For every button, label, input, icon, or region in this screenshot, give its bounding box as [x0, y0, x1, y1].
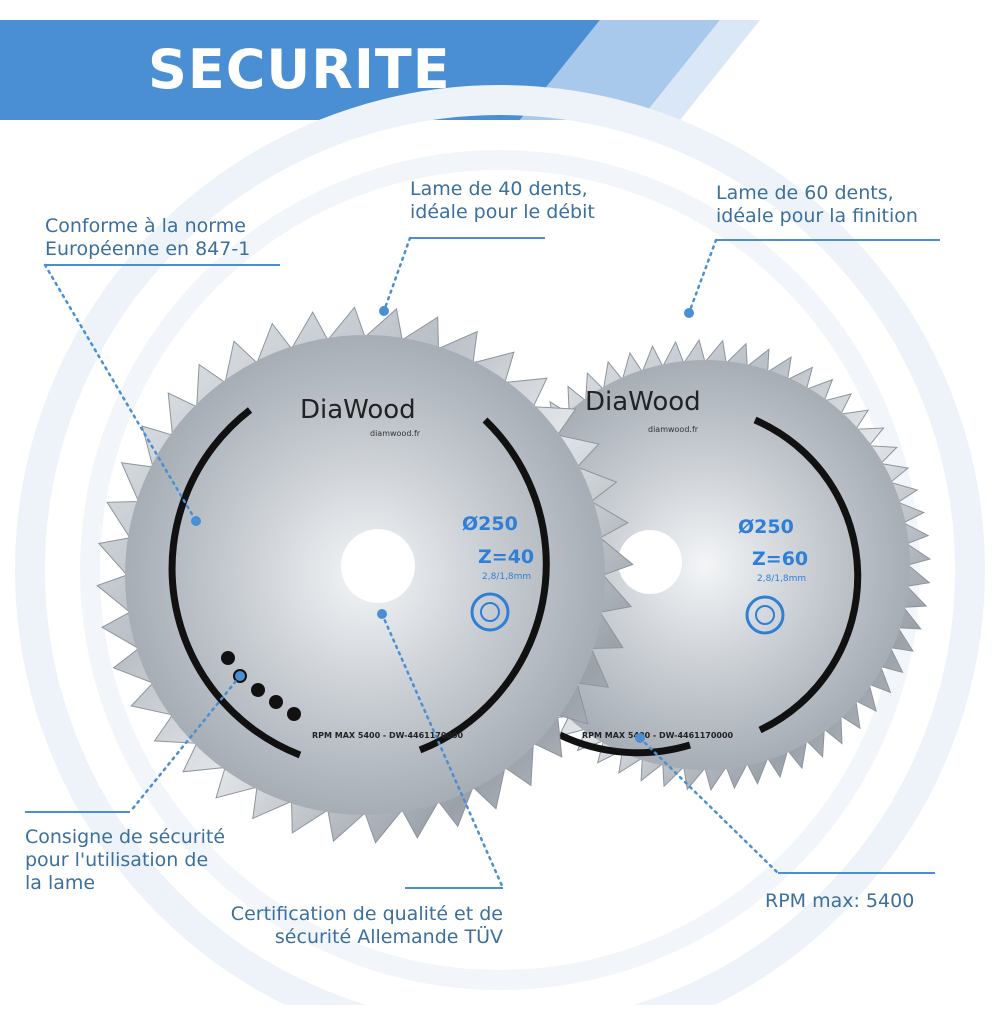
blade-left-brand-sub: diamwood.fr: [370, 429, 421, 438]
leader-consigne: [128, 674, 242, 814]
callout-rpm: RPM max: 5400: [765, 890, 914, 913]
blade-right-body: [500, 360, 910, 770]
banner-stripe-faint: [640, 20, 760, 120]
leader-norme: [43, 263, 198, 523]
callout-line: Consigne de sécurité: [25, 826, 226, 848]
blade-left: DiaWood diamwood.fr Ø250 Z=40 2,8/1,8mm …: [96, 306, 634, 844]
blade-right-arbor-hole: [618, 530, 682, 594]
callout-line: pour l'utilisation de: [25, 849, 209, 871]
blade-right-brand: DiaWood: [585, 387, 701, 417]
page-title: SECURITE: [148, 38, 451, 101]
blade-right-teeth-count: Z=60: [752, 548, 808, 570]
blade-left-teeth-count: Z=40: [478, 546, 534, 568]
blade-left-tuv-icon: [470, 592, 510, 632]
leader-lame40: [382, 236, 412, 313]
blade-left-ring-left: [168, 407, 302, 759]
blade-left-brand: DiaWood: [300, 395, 416, 425]
blade-right-diameter: Ø250: [738, 516, 794, 538]
leader-dots: [191, 306, 694, 743]
callout-line: sécurité Allemande TÜV: [274, 926, 503, 948]
blade-left-arbor-hole: [341, 529, 415, 603]
callout-norme: Conforme à la norme Européenne en 847-1: [45, 215, 250, 261]
blade-right-kerf: 2,8/1,8mm: [757, 574, 806, 584]
leader-rpm: [638, 736, 780, 875]
callout-lame60: Lame de 60 dents, idéale pour la finitio…: [716, 182, 918, 228]
callout-line: idéale pour la finition: [716, 205, 918, 227]
callout-line: la lame: [25, 872, 96, 894]
leader-certification: [380, 612, 505, 890]
callout-certification: Certification de qualité et de sécurité …: [231, 903, 503, 949]
blade-left-kerf: 2,8/1,8mm: [482, 572, 531, 582]
blade-left-ring-right: [418, 417, 550, 754]
blade-right-ring-bottom: [558, 731, 692, 757]
callout-line: Européenne en 847-1: [45, 238, 251, 260]
callout-line: RPM max: 5400: [765, 890, 915, 912]
callout-line: Conforme à la norme: [45, 215, 246, 237]
callout-consigne: Consigne de sécurité pour l'utilisation …: [25, 826, 225, 895]
callout-underlines: [25, 237, 940, 889]
callout-line: Lame de 40 dents,: [410, 178, 588, 200]
leader-lame60: [687, 238, 718, 315]
blade-right-ring: [753, 416, 862, 734]
callout-line: Certification de qualité et de: [230, 903, 503, 925]
callout-line: Lame de 60 dents,: [716, 182, 894, 204]
callout-line: idéale pour le débit: [410, 201, 595, 223]
callout-lame40: Lame de 40 dents, idéale pour le débit: [410, 178, 595, 224]
blade-left-diameter: Ø250: [462, 513, 518, 535]
blade-left-rim-text: RPM MAX 5400 - DW-4461170000: [312, 731, 464, 740]
blade-right-brand-sub: diamwood.fr: [648, 425, 699, 434]
blade-right-rim-text: RPM MAX 5400 - DW-4461170000: [582, 731, 734, 740]
blade-right-tuv-icon: [745, 595, 785, 635]
leader-lines: [43, 236, 780, 890]
